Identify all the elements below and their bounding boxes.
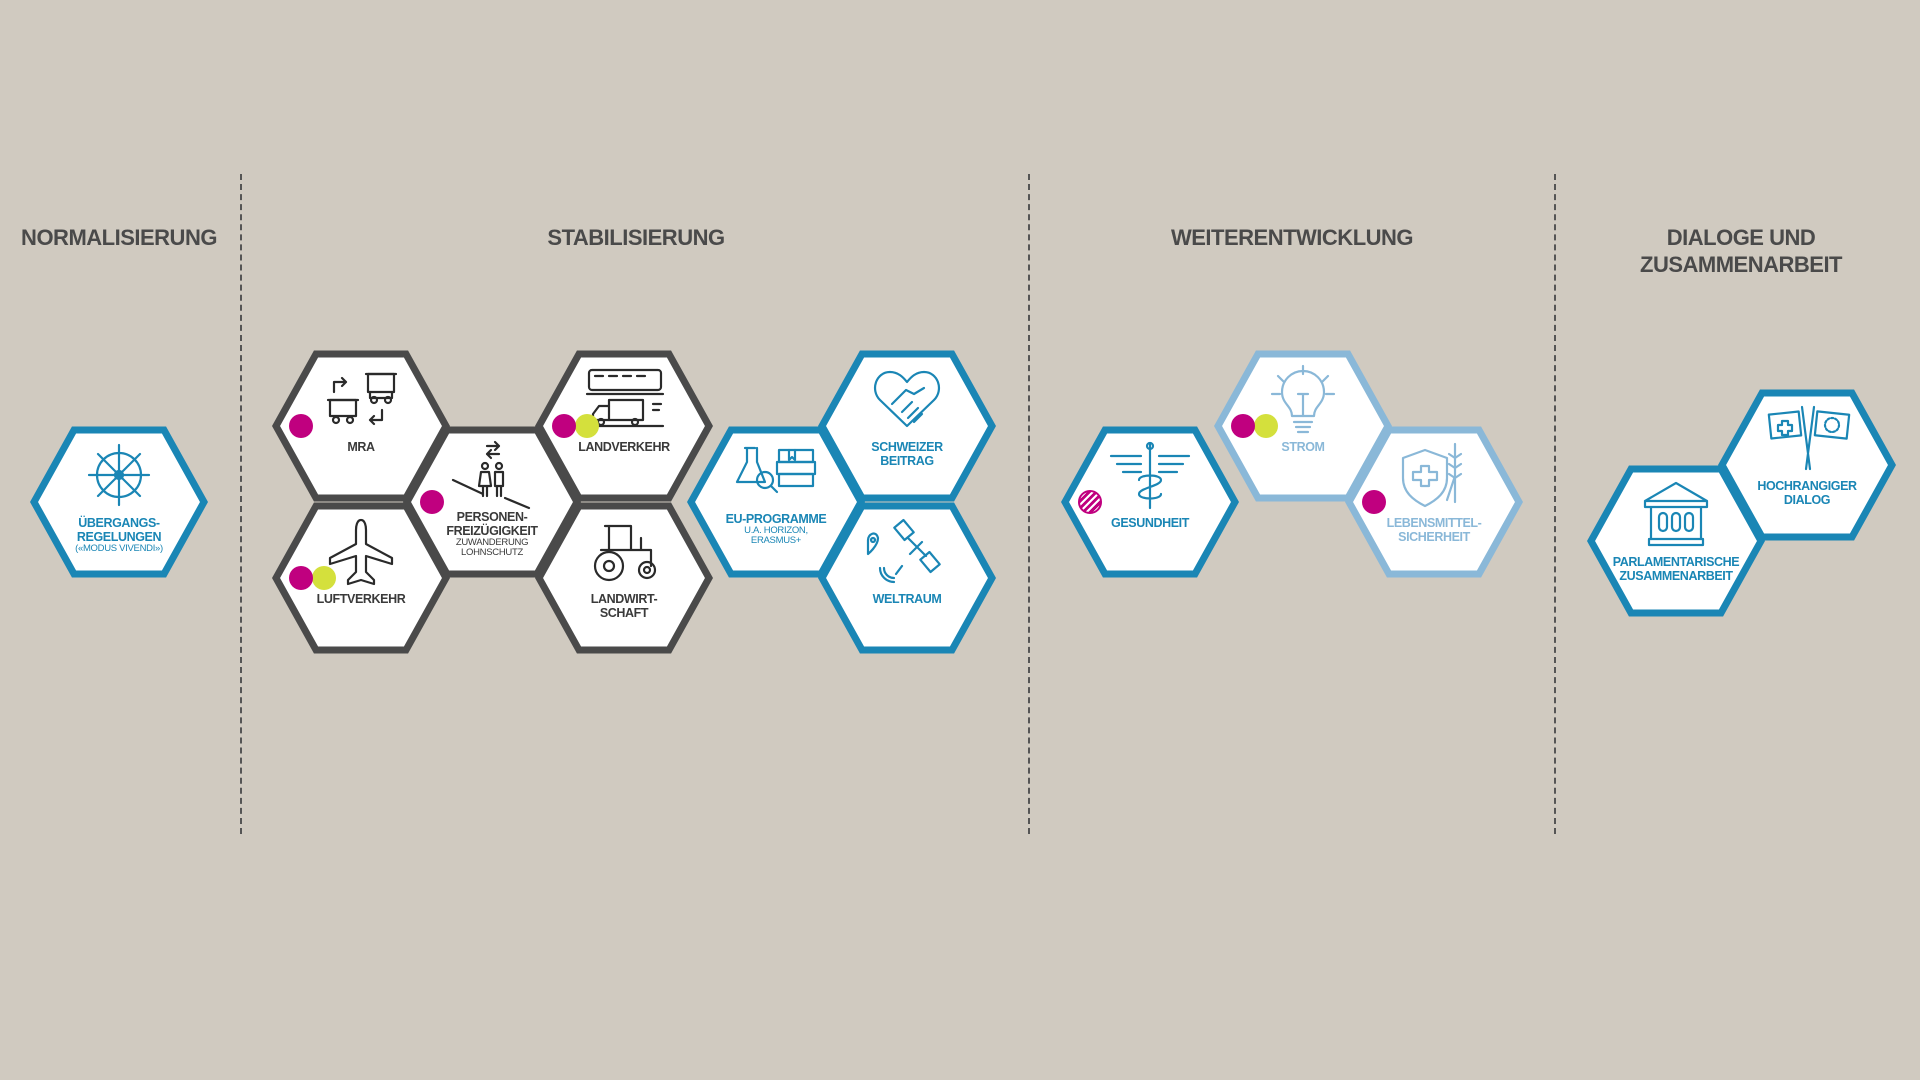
- hex-label-line: LUFTVERKEHR: [316, 592, 406, 606]
- hex-landverkehr: LANDVERKEHR: [535, 350, 713, 502]
- hex-label-line: MRA: [347, 440, 375, 454]
- research-books-icon: [735, 446, 817, 494]
- heading-stabilisierung: STABILISIERUNG: [547, 225, 725, 250]
- hex-label: LUFTVERKEHR: [272, 592, 450, 606]
- hex-sublabel: ZUWANDERUNG: [455, 537, 529, 548]
- hex-label-line: HOCHRANGIGER: [1757, 479, 1857, 493]
- hex-label: ÜBERGANGS-REGELUNGEN(«MODUS VIVENDI»): [30, 516, 208, 554]
- hex-label-line: EU-PROGRAMME: [725, 512, 827, 526]
- heading-normalisierung: NORMALISIERUNG: [21, 225, 217, 250]
- hex-sublabel: LOHNSCHUTZ: [461, 547, 523, 558]
- hex-uebergangsregelungen: ÜBERGANGS-REGELUNGEN(«MODUS VIVENDI»): [30, 426, 208, 578]
- tractor-icon: [593, 524, 657, 582]
- striped-magenta-dot-icon: [1078, 490, 1102, 514]
- hex-label-line: WELTRAUM: [872, 592, 942, 606]
- hex-sublabel: («MODUS VIVENDI»): [75, 543, 163, 554]
- hex-label-line: LEBENSMITTEL-: [1386, 516, 1482, 530]
- section-divider: [240, 174, 242, 834]
- hex-landwirtschaft: LANDWIRT-SCHAFT: [535, 502, 713, 654]
- hex-sublabel: ERASMUS+: [750, 535, 802, 546]
- hex-gesundheit: GESUNDHEIT: [1061, 426, 1239, 578]
- hex-lebensmittelsicherheit: LEBENSMITTEL-SICHERHEIT: [1345, 426, 1523, 578]
- shield-wheat-icon: [1401, 442, 1463, 508]
- hexagon-shape: [403, 426, 581, 578]
- hex-label-line: SICHERHEIT: [1398, 530, 1470, 544]
- magenta-dot-icon: [289, 566, 313, 590]
- hexagon-shape: [535, 502, 713, 654]
- hex-strom: STROM: [1214, 350, 1392, 502]
- satellite-icon: [866, 518, 941, 584]
- hex-luftverkehr: LUFTVERKEHR: [272, 502, 450, 654]
- heading-dialoge-zusammenarbeit: DIALOGE UND ZUSAMMENARBEIT: [1640, 224, 1843, 278]
- hex-label: LANDWIRT-SCHAFT: [535, 592, 713, 620]
- hex-label-line: LANDVERKEHR: [578, 440, 670, 454]
- hex-label-line: LANDWIRT-: [590, 592, 658, 606]
- magenta-dot-icon: [1362, 490, 1386, 514]
- hexagon-shape: [1345, 426, 1523, 578]
- hex-label: MRA: [272, 440, 450, 454]
- ship-wheel-icon: [87, 443, 151, 507]
- hex-label: GESUNDHEIT: [1061, 516, 1239, 530]
- hex-label-line: DIALOG: [1783, 493, 1831, 507]
- section-divider: [1028, 174, 1030, 834]
- lightbulb-icon: [1270, 364, 1336, 434]
- yellow-dot-icon: [575, 414, 599, 438]
- hex-label-line: GESUNDHEIT: [1111, 516, 1189, 530]
- hex-label: LEBENSMITTEL-SICHERHEIT: [1345, 516, 1523, 544]
- train-truck-icon: [585, 368, 665, 428]
- people-travel-icon: [451, 440, 531, 510]
- hex-sublabel: U.A. HORIZON,: [744, 525, 808, 536]
- hex-label-line: PARLAMENTARISCHE: [1612, 555, 1740, 569]
- yellow-dot-icon: [312, 566, 336, 590]
- hex-label: LANDVERKEHR: [535, 440, 713, 454]
- hex-label-line: FREIZÜGIGKEIT: [446, 524, 538, 538]
- magenta-dot-icon: [289, 414, 313, 438]
- heading-weiterentwicklung: WEITERENTWICKLUNG: [1170, 225, 1414, 250]
- heart-handshake-icon: [873, 370, 941, 428]
- hex-label: STROM: [1214, 440, 1392, 454]
- hex-label-line: BEITRAG: [880, 454, 934, 468]
- hex-label-line: ÜBERGANGS-: [78, 516, 160, 530]
- caduceus-icon: [1109, 441, 1191, 510]
- hex-label: WELTRAUM: [818, 592, 996, 606]
- hex-label-line: ZUSAMMENARBEIT: [1619, 569, 1733, 583]
- parliament-building-icon: [1643, 481, 1709, 547]
- hex-label-line: STROM: [1281, 440, 1325, 454]
- hex-label-line: SCHAFT: [599, 606, 649, 620]
- crossed-flags-icon: [1767, 405, 1851, 471]
- hex-weltraum: WELTRAUM: [818, 502, 996, 654]
- magenta-dot-icon: [420, 490, 444, 514]
- heading-line: DIALOGE UND: [1666, 225, 1816, 250]
- yellow-dot-icon: [1254, 414, 1278, 438]
- heading-line: ZUSAMMENARBEIT: [1640, 252, 1843, 277]
- magenta-dot-icon: [1231, 414, 1255, 438]
- hex-label-line: SCHWEIZER: [871, 440, 943, 454]
- market-stall-exchange-icon: [326, 372, 398, 426]
- airplane-icon: [328, 518, 394, 586]
- magenta-dot-icon: [552, 414, 576, 438]
- section-divider: [1554, 174, 1556, 834]
- hex-label-line: REGELUNGEN: [76, 530, 162, 544]
- hex-label-line: PERSONEN-: [456, 510, 528, 524]
- hexagon-shape: [818, 502, 996, 654]
